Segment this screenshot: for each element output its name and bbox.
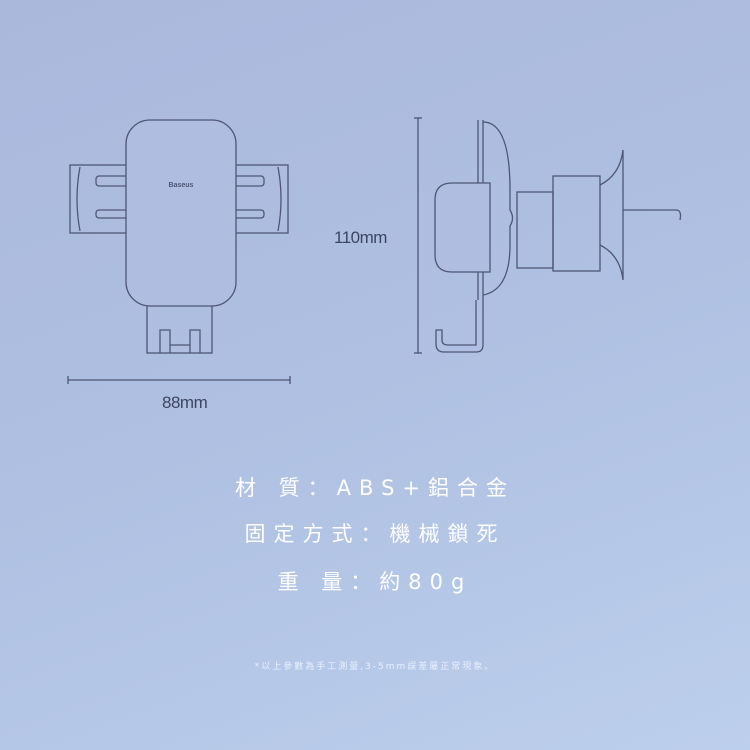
height-dimension-line xyxy=(414,117,422,354)
side-view xyxy=(434,120,682,353)
spec-mounting: 固定方式：機械鎖死 xyxy=(244,522,506,546)
spec-material: 材 質：ABS+鋁合金 xyxy=(234,476,515,500)
brand-logo: Baseus xyxy=(169,182,194,189)
width-label: 88mm xyxy=(162,393,208,412)
holder-body xyxy=(125,119,237,307)
height-label: 110mm xyxy=(334,228,387,247)
front-view: Baseus xyxy=(69,119,289,354)
measurement-note: *以上參數為手工測量,3-5mm誤差屬正常現象。 xyxy=(254,662,496,672)
spec-weight: 重 量：約80g xyxy=(277,570,473,594)
width-dimension-line xyxy=(67,376,291,384)
